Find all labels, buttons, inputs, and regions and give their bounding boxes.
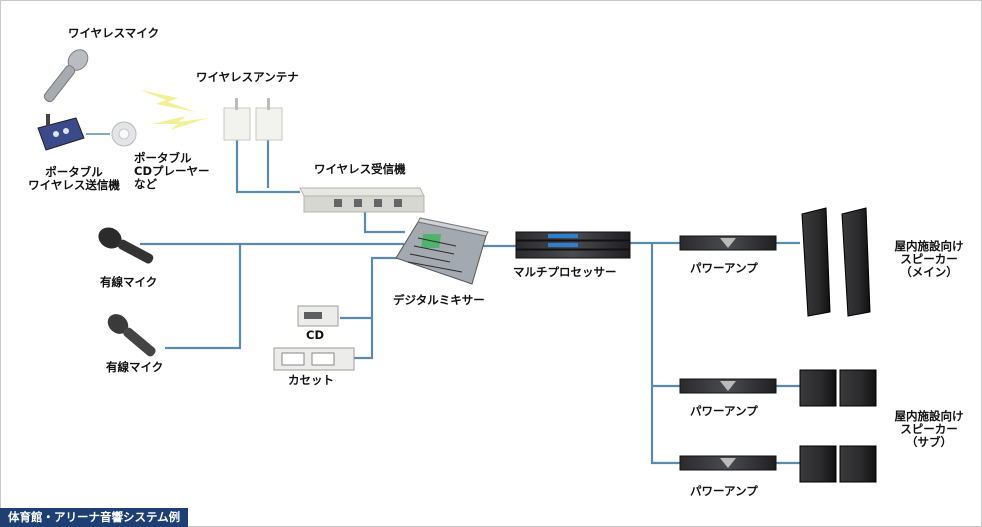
label-power-amp-1: パワーアンプ: [690, 261, 758, 275]
cable-antenna-receiver: [235, 140, 300, 194]
wireless-mic-icon: [43, 49, 89, 103]
antenna-icon-2: [255, 98, 283, 141]
power-amp-icon-1: [679, 235, 777, 251]
label-wired-mic-2: 有線マイク: [106, 360, 164, 374]
signal-bolt-1: [140, 90, 196, 112]
sub-speaker-icon-1: [799, 369, 877, 407]
label-digital-mixer: デジタルミキサー: [393, 293, 485, 307]
label-power-amp-2: パワーアンプ: [690, 404, 758, 418]
wired-mic-icon-2: [107, 314, 156, 357]
cable-cd-cassette: [340, 256, 400, 360]
cassette-deck-icon: [273, 347, 355, 371]
digital-mixer-icon: [395, 217, 489, 285]
portable-transmitter-icon: [37, 114, 85, 151]
label-wireless-mic: ワイヤレスマイク: [68, 26, 160, 40]
cable-wired-mics: [140, 242, 404, 350]
label-cd: CD: [306, 328, 324, 342]
label-power-amp-3: パワーアンプ: [690, 484, 758, 498]
cd-player-icon: [297, 305, 339, 327]
wired-mic-icon-1: [98, 227, 154, 264]
label-portable-cd: ポータブル CDプレーヤー など: [134, 151, 210, 191]
cable-receiver-mixer: [363, 208, 405, 234]
label-wireless-antenna: ワイヤレスアンテナ: [196, 70, 299, 84]
power-amp-icon-2: [679, 378, 777, 394]
antenna-icon-1: [223, 98, 251, 141]
sub-speaker-icon-2: [799, 445, 877, 483]
main-speaker-icon-2: [841, 207, 871, 317]
wireless-signals: [140, 90, 208, 130]
label-multi-processor: マルチプロセッサー: [513, 265, 617, 279]
power-amp-icon-3: [679, 455, 777, 471]
cables: [140, 140, 800, 465]
signal-bolt-2: [152, 116, 208, 130]
label-speaker-main: 屋内施設向け スピーカー （メイン）: [894, 239, 964, 279]
multi-processor-icon: [515, 231, 631, 259]
label-wireless-receiver: ワイヤレス受信機: [314, 162, 406, 176]
cable-processor-amps: [630, 241, 680, 465]
label-wired-mic-1: 有線マイク: [100, 275, 158, 289]
portable-cd-icon: [111, 121, 137, 147]
cable-amps-speakers: [776, 241, 800, 465]
main-speaker-icon-1: [801, 207, 831, 317]
label-speaker-sub: 屋内施設向け スピーカー （サブ）: [894, 409, 964, 449]
label-portable-transmitter: ポータブル ワイヤレス送信機: [28, 165, 120, 192]
caption-badge: 体育館・アリーナ音響システム例: [0, 508, 189, 527]
wireless-receiver-icon: [299, 187, 425, 213]
label-cassette: カセット: [288, 373, 334, 387]
